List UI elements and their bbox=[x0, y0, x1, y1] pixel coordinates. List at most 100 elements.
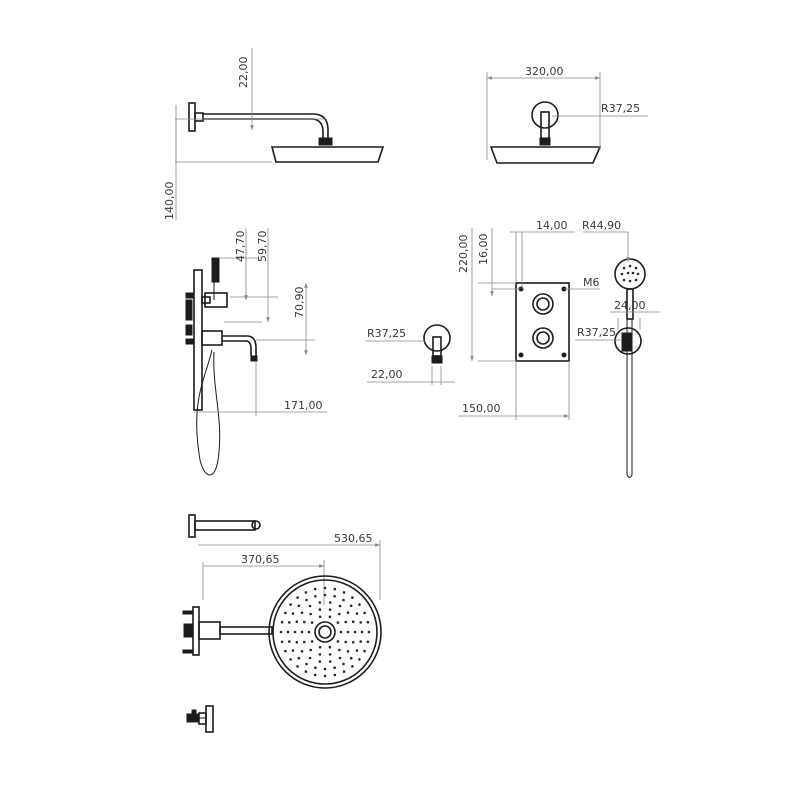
nozzle-dot bbox=[308, 604, 312, 608]
diverter-top-view bbox=[186, 705, 214, 733]
nozzle-dot bbox=[336, 621, 340, 624]
shower-arm-top-view bbox=[188, 514, 381, 605]
nozzle-dot bbox=[328, 615, 332, 619]
nozzle-dot bbox=[323, 593, 327, 597]
dim-holder-rose-radius: R37,25 bbox=[577, 326, 616, 339]
nozzle-dot bbox=[338, 648, 341, 652]
nozzle-dot bbox=[323, 586, 327, 590]
dim-spout-offset: 70,90 bbox=[293, 287, 306, 319]
nozzle-dot bbox=[349, 656, 353, 660]
dim-outlet-depth: 22,00 bbox=[371, 368, 403, 381]
wall-outlet-front-view bbox=[365, 324, 455, 385]
nozzle-dot bbox=[286, 630, 290, 634]
nozzle-dot bbox=[293, 630, 297, 634]
nozzle-dot bbox=[314, 666, 317, 669]
nozzle-dot bbox=[305, 598, 308, 602]
nozzle-dot bbox=[289, 603, 292, 606]
nozzle-dot bbox=[359, 640, 363, 643]
dim-rain-head-diameter: 320,00 bbox=[525, 65, 564, 78]
nozzle-dot bbox=[318, 653, 322, 656]
dim-handset-offset-b: 59,70 bbox=[256, 231, 269, 263]
nozzle-dot bbox=[296, 596, 299, 599]
nozzle-dot bbox=[344, 640, 348, 644]
nozzle-dot bbox=[333, 666, 336, 669]
nozzle-dot bbox=[300, 611, 304, 614]
nozzle-dot bbox=[289, 658, 292, 661]
nozzle-dot bbox=[291, 612, 295, 615]
nozzle-dot bbox=[366, 620, 370, 624]
nozzle-dot bbox=[338, 656, 342, 660]
nozzle-dot bbox=[358, 658, 361, 661]
nozzle-dot bbox=[355, 649, 359, 652]
nozzle-dot bbox=[336, 640, 340, 643]
dim-plate-side-offset: 14,00 bbox=[536, 219, 568, 232]
dim-arm-reach-total: 530,65 bbox=[334, 532, 373, 545]
nozzle-dot bbox=[346, 630, 350, 634]
nozzle-dot bbox=[300, 630, 304, 634]
nozzle-dot bbox=[342, 662, 345, 666]
nozzle-dot bbox=[313, 673, 317, 677]
nozzle-dot bbox=[297, 604, 301, 608]
nozzle-dot bbox=[307, 630, 311, 634]
nozzle-dot bbox=[351, 665, 354, 668]
rain-head-nozzles bbox=[279, 586, 371, 678]
nozzle-dot bbox=[309, 612, 313, 616]
nozzle-dot bbox=[339, 630, 343, 634]
dim-screw-thread: M6 bbox=[583, 276, 600, 289]
nozzle-dot bbox=[284, 649, 287, 653]
nozzle-dot bbox=[338, 604, 342, 608]
control-plate-front-view bbox=[458, 228, 600, 420]
nozzle-dot bbox=[366, 640, 370, 644]
nozzle-dot bbox=[351, 596, 354, 599]
nozzle-dot bbox=[333, 587, 337, 591]
nozzle-dot bbox=[280, 620, 284, 624]
nozzle-dot bbox=[318, 645, 322, 649]
dim-plate-height: 220,00 bbox=[457, 235, 470, 274]
dim-outlet-rose-radius: R37,25 bbox=[367, 327, 406, 340]
nozzle-dot bbox=[310, 621, 314, 624]
nozzle-dot bbox=[303, 620, 306, 624]
nozzle-dot bbox=[338, 612, 341, 616]
nozzle-dot bbox=[333, 595, 336, 598]
nozzle-dot bbox=[284, 611, 287, 615]
nozzle-dot bbox=[349, 604, 353, 608]
dim-plate-top-offset: 16,00 bbox=[477, 234, 490, 266]
nozzle-dot bbox=[318, 660, 322, 663]
dim-handset-offset-a: 47,70 bbox=[234, 231, 247, 263]
nozzle-dot bbox=[309, 648, 313, 652]
handset-front-view bbox=[575, 231, 660, 478]
nozzle-dot bbox=[308, 656, 312, 660]
nozzle-dot bbox=[360, 630, 364, 634]
nozzle-dot bbox=[328, 660, 332, 663]
nozzle-dot bbox=[305, 662, 308, 666]
nozzle-dot bbox=[353, 630, 357, 634]
dim-wall-to-arm-height: 22,00 bbox=[237, 57, 250, 89]
nozzle-dot bbox=[359, 621, 363, 624]
nozzle-dot bbox=[303, 640, 306, 644]
nozzle-dot bbox=[318, 601, 322, 604]
nozzle-dot bbox=[304, 670, 308, 673]
nozzle-dot bbox=[351, 620, 355, 623]
nozzle-dot bbox=[351, 641, 355, 644]
nozzle-dot bbox=[363, 649, 366, 653]
nozzle-dot bbox=[328, 601, 332, 604]
mixer-side-view bbox=[185, 228, 327, 476]
dim-spout-length: 171,00 bbox=[284, 399, 323, 412]
nozzle-dot bbox=[314, 595, 317, 598]
nozzle-dot bbox=[346, 650, 350, 653]
dim-holder-width: 24,00 bbox=[614, 299, 646, 312]
nozzle-dot bbox=[355, 612, 359, 615]
nozzle-dot bbox=[344, 620, 348, 624]
nozzle-dot bbox=[304, 591, 308, 594]
nozzle-dot bbox=[358, 603, 361, 606]
nozzle-dot bbox=[296, 665, 299, 668]
nozzle-dot bbox=[279, 630, 283, 634]
nozzle-dot bbox=[288, 640, 291, 643]
nozzle-dot bbox=[342, 598, 345, 602]
dim-handset-radius: R44,90 bbox=[582, 219, 621, 232]
nozzle-dot bbox=[318, 608, 322, 611]
nozzle-dot bbox=[367, 630, 371, 634]
nozzle-dot bbox=[313, 587, 317, 591]
nozzle-dot bbox=[342, 670, 346, 673]
